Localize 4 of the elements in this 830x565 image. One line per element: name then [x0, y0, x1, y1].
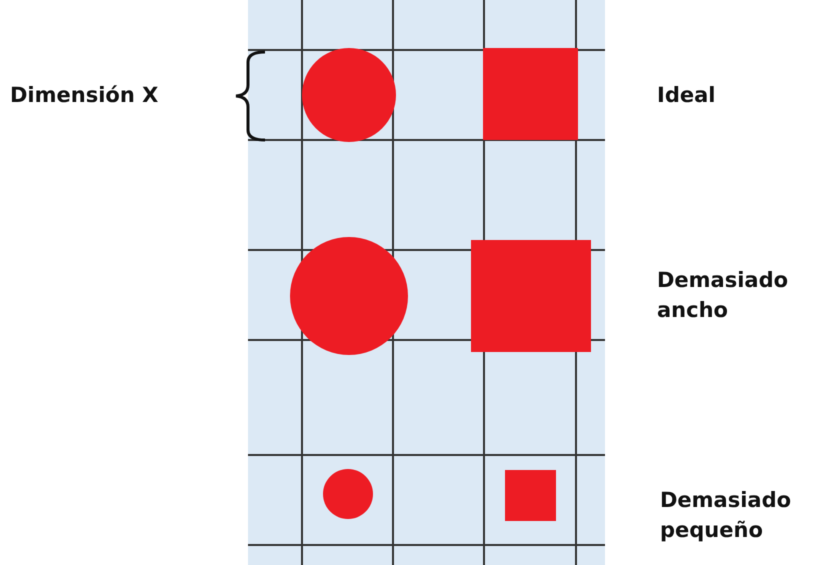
row-label: Dimensión X — [10, 82, 160, 109]
row-label: Ideal — [657, 82, 716, 109]
row-label: Demasiado ancho — [657, 267, 790, 324]
row-label: Demasiado pequeño — [660, 487, 792, 544]
